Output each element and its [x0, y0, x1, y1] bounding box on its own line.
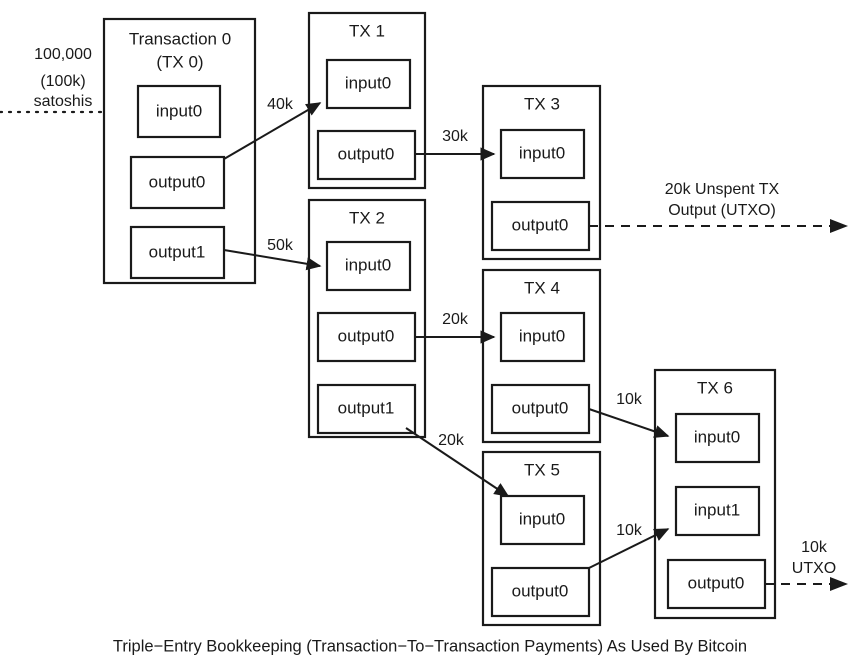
tx1-title: TX 1 — [349, 21, 385, 40]
tx4-output0-box[interactable] — [490, 383, 591, 435]
tx-node-tx4[interactable]: TX 4 input0 output0 — [481, 268, 602, 444]
flow-tx6-utxo-arrowhead — [830, 577, 848, 591]
flow-tx1-tx3: 30k — [415, 128, 496, 161]
flow-tx2-tx5-line — [405, 427, 510, 497]
tx6-output0-label: output0 — [688, 573, 745, 592]
tx-node-tx6[interactable]: TX 6 input0 input1 output0 — [653, 368, 777, 620]
tx0-input0-box[interactable] — [136, 84, 222, 139]
tx4-input0-box[interactable] — [499, 311, 586, 363]
flow-tx0-tx2-line — [223, 249, 322, 271]
utxo-tx3-label-line2: Output (UTXO) — [668, 202, 776, 219]
tx-node-tx2[interactable]: TX 2 input0 output0 output1 — [307, 198, 427, 439]
flow-tx6-utxo: 10k UTXO — [765, 539, 848, 591]
utxo-tx6-label-line2: UTXO — [792, 560, 836, 577]
tx-node-tx3[interactable]: TX 3 input0 output0 — [481, 84, 602, 261]
flow-tx2-tx4: 20k — [415, 311, 496, 344]
flow-tx4-tx6-line — [588, 408, 670, 438]
tx-node-tx1[interactable]: TX 1 input0 output0 — [307, 11, 427, 190]
flow-tx4-tx6-amount: 10k — [616, 391, 643, 408]
flow-tx4-tx6: 10k — [588, 391, 670, 438]
tx6-output0-box[interactable] — [666, 558, 767, 610]
tx4-input0-label: input0 — [519, 326, 565, 345]
tx5-output0-label: output0 — [512, 581, 569, 600]
flow-tx5-tx6-line — [588, 528, 670, 569]
tx2-output1-label: output1 — [338, 398, 395, 417]
source-amount-label: 100,000 (100k) satoshis — [34, 46, 93, 110]
tx2-title: TX 2 — [349, 208, 385, 227]
tx5-input0-label: input0 — [519, 509, 565, 528]
flow-tx0-tx1-line — [223, 102, 322, 160]
tx3-output0-box[interactable] — [490, 200, 591, 252]
tx6-input0-label: input0 — [694, 427, 740, 446]
flow-tx1-tx3-amount: 30k — [442, 128, 469, 145]
tx-node-tx5[interactable]: TX 5 input0 output0 — [481, 450, 602, 627]
tx0-input0-label: input0 — [156, 101, 202, 120]
source-label-line1: 100,000 — [34, 46, 92, 63]
source-label-line2: (100k) — [40, 73, 85, 90]
tx3-input0-label: input0 — [519, 143, 565, 162]
tx2-output0-box[interactable] — [316, 311, 417, 363]
flow-tx3-utxo-arrowhead — [830, 219, 848, 233]
tx0-output0-label: output0 — [149, 172, 206, 191]
tx2-input0-label: input0 — [345, 255, 391, 274]
tx3-output0-label: output0 — [512, 215, 569, 234]
utxo-tx3-label-line1: 20k Unspent TX — [665, 181, 780, 198]
tx1-output0-box[interactable] — [316, 129, 417, 181]
flow-tx0-tx1-amount: 40k — [267, 96, 294, 113]
tx6-input1-box[interactable] — [674, 485, 761, 537]
tx3-title: TX 3 — [524, 94, 560, 113]
flow-tx2-tx4-amount: 20k — [442, 311, 469, 328]
tx-node-tx0[interactable]: Transaction 0 (TX 0) input0 output0 outp… — [102, 17, 257, 285]
flow-tx0-tx1: 40k — [223, 96, 322, 160]
tx5-output0-box[interactable] — [490, 566, 591, 618]
tx6-input1-label: input1 — [694, 500, 740, 519]
tx0-title-line2: (TX 0) — [156, 52, 203, 71]
tx4-title: TX 4 — [524, 278, 560, 297]
tx0-output1-label: output1 — [149, 242, 206, 261]
flow-tx0-tx2-amount: 50k — [267, 237, 294, 254]
tx0-output1-box[interactable] — [129, 225, 226, 280]
tx5-input0-box[interactable] — [499, 494, 586, 546]
tx4-output0-label: output0 — [512, 398, 569, 417]
diagram-caption: Triple−Entry Bookkeeping (Transaction−To… — [113, 637, 747, 655]
tx6-title: TX 6 — [697, 378, 733, 397]
tx6-input0-box[interactable] — [674, 412, 761, 464]
source-label-line3: satoshis — [34, 93, 93, 110]
flow-tx5-tx6: 10k — [588, 522, 670, 569]
flow-tx2-tx5: 20k — [405, 427, 510, 497]
tx3-input0-box[interactable] — [499, 128, 586, 180]
tx2-output1-box[interactable] — [316, 383, 417, 435]
tx2-output0-label: output0 — [338, 326, 395, 345]
flow-tx0-tx2: 50k — [223, 237, 322, 271]
tx0-title-line1: Transaction 0 — [129, 29, 231, 48]
utxo-tx6-label-line1: 10k — [801, 539, 828, 556]
tx1-output0-label: output0 — [338, 144, 395, 163]
tx0-output0-box[interactable] — [129, 155, 226, 210]
flow-tx2-tx5-amount: 20k — [438, 432, 465, 449]
tx2-input0-box[interactable] — [325, 240, 412, 292]
tx1-input0-label: input0 — [345, 73, 391, 92]
tx5-title: TX 5 — [524, 460, 560, 479]
flow-tx3-utxo: 20k Unspent TX Output (UTXO) — [589, 181, 848, 233]
tx1-input0-box[interactable] — [325, 58, 412, 110]
flow-tx5-tx6-amount: 10k — [616, 522, 643, 539]
